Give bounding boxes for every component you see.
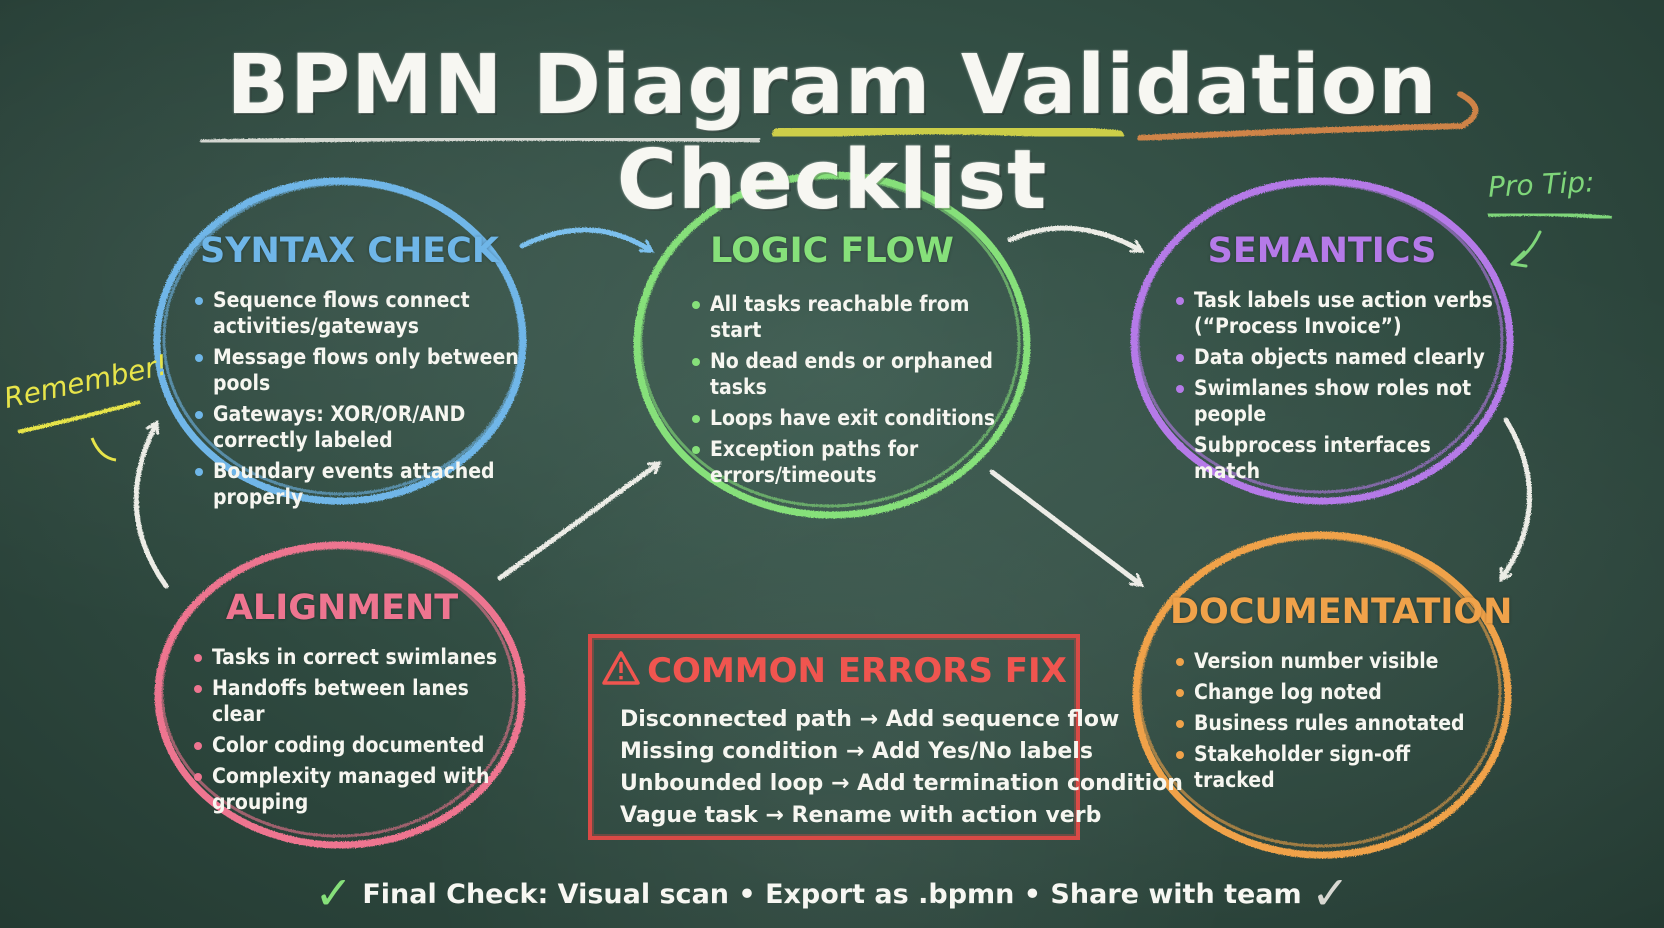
- warning-icon: [601, 650, 641, 695]
- list-item: All tasks reachable from start: [690, 291, 1010, 343]
- documentation-ellipse-echo: [1138, 536, 1502, 848]
- documentation-list: Version number visible Change log noted …: [1174, 648, 1494, 798]
- list-item: Vague task → Rename with action verb: [620, 803, 1102, 828]
- pro-tip-underline: [1487, 212, 1613, 220]
- list-item: Gateways: XOR/OR/AND correctly labeled: [193, 401, 523, 453]
- checkmark-icon: ✓: [314, 866, 353, 920]
- list-item: Loops have exit conditions: [690, 405, 1010, 431]
- list-item: Color coding documented: [192, 732, 512, 758]
- errors-list: Disconnected path → Add sequence flow Mi…: [620, 704, 1183, 832]
- documentation-ellipse: [1132, 531, 1512, 859]
- semantics-heading: SEMANTICS: [1207, 231, 1437, 271]
- list-item: Tasks in correct swimlanes: [192, 644, 512, 670]
- arrow-alignment-to-logic: [497, 464, 658, 581]
- list-item: Complexity managed with grouping: [192, 763, 512, 815]
- pro-tip-note: Pro Tip:: [1487, 165, 1596, 204]
- list-item: Business rules annotated: [1174, 710, 1494, 736]
- alignment-heading: ALIGNMENT: [225, 588, 459, 628]
- arrow-logic-to-semantics: [1007, 225, 1140, 250]
- arrow-syntax-to-logic: [519, 227, 650, 250]
- title-underline-orange: [1137, 91, 1479, 141]
- remember-pointer: [90, 437, 117, 462]
- list-item: Handoffs between lanes clear: [192, 675, 512, 727]
- syntax-ellipse-echo: [162, 182, 522, 496]
- alignment-ellipse: [154, 541, 526, 849]
- semantics-ellipse: [1130, 177, 1514, 505]
- list-item: Data objects named clearly: [1174, 344, 1494, 370]
- page-title: BPMN Diagram Validation Checklist: [226, 38, 1438, 228]
- semantics-list: Task labels use action verbs (“Process I…: [1174, 287, 1494, 489]
- list-item: Missing condition → Add Yes/No labels: [620, 739, 1093, 764]
- list-item: Stakeholder sign-off tracked: [1174, 741, 1494, 793]
- list-item: Message flows only between pools: [193, 344, 523, 396]
- arrow-alignment-to-syntax: [133, 424, 169, 589]
- list-item: Exception paths for errors/timeouts: [690, 436, 1010, 488]
- common-errors-box: COMMON ERRORS FIX Disconnected path → Ad…: [588, 634, 1183, 840]
- title-underline-white: [199, 135, 761, 145]
- list-item: Change log noted: [1174, 679, 1494, 705]
- logic-list: All tasks reachable from start No dead e…: [690, 291, 1010, 493]
- alignment-ellipse-echo: [160, 546, 516, 838]
- logic-ellipse-echo: [639, 176, 1021, 508]
- documentation-heading: DOCUMENTATION: [1170, 592, 1513, 632]
- checkmark-icon: ✓: [1311, 866, 1350, 920]
- list-item: Boundary events attached properly: [193, 458, 523, 510]
- remember-underline: [17, 400, 141, 434]
- list-item: Sequence flows connect activities/gatewa…: [193, 287, 523, 339]
- footer-final-check: ✓ Final Check: Visual scan • Export as .…: [0, 866, 1664, 920]
- list-item: No dead ends or orphaned tasks: [690, 348, 1010, 400]
- errors-title-text: COMMON ERRORS FIX: [647, 651, 1067, 691]
- list-item: Subprocess interfaces match: [1174, 432, 1494, 484]
- syntax-ellipse: [153, 177, 527, 505]
- logic-heading: LOGIC FLOW: [710, 231, 954, 271]
- semantics-ellipse-echo: [1136, 182, 1504, 494]
- title-underline-yellow: [772, 122, 1124, 142]
- alignment-list: Tasks in correct swimlanes Handoffs betw…: [192, 644, 512, 820]
- pro-tip-pointer: [1510, 230, 1542, 268]
- list-item: Unbounded loop → Add termination conditi…: [620, 771, 1183, 796]
- list-item: Disconnected path → Add sequence flow: [620, 707, 1120, 732]
- arrow-logic-to-documentation: [989, 469, 1140, 584]
- list-item: Task labels use action verbs (“Process I…: [1174, 287, 1494, 339]
- list-item: Version number visible: [1174, 648, 1494, 674]
- syntax-list: Sequence flows connect activities/gatewa…: [193, 287, 523, 515]
- syntax-heading: SYNTAX CHECK: [200, 231, 499, 271]
- arrow-semantics-to-documentation: [1502, 417, 1532, 578]
- footer-text: Final Check: Visual scan • Export as .bp…: [362, 879, 1302, 910]
- list-item: Swimlanes show roles not people: [1174, 375, 1494, 427]
- logic-ellipse: [633, 171, 1031, 519]
- errors-heading: COMMON ERRORS FIX: [592, 650, 1076, 695]
